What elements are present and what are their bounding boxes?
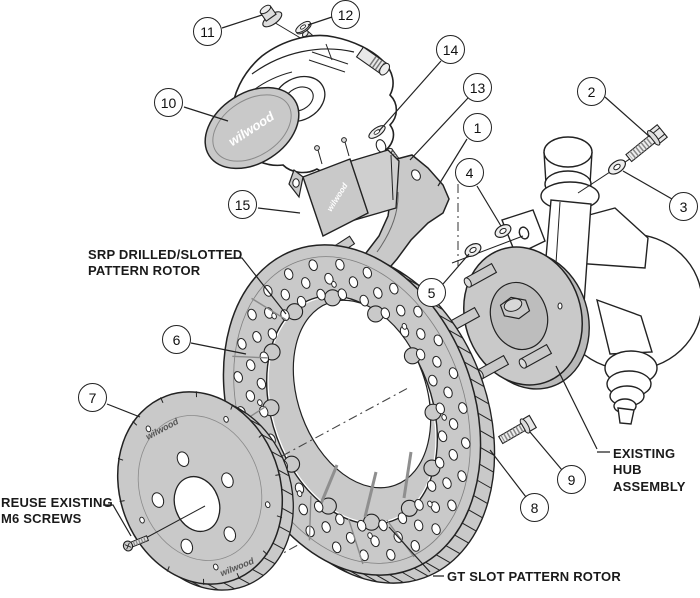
brake-caliper: wilwood bbox=[204, 30, 398, 174]
washer-12 bbox=[295, 20, 312, 35]
callout-4: 4 bbox=[455, 158, 484, 187]
wheel-stud bbox=[446, 262, 553, 380]
axis-line bbox=[281, 387, 409, 457]
hub-flange bbox=[446, 246, 590, 390]
callout-9: 9 bbox=[557, 465, 586, 494]
gt-slot-lines bbox=[318, 451, 413, 518]
caliper-fitting bbox=[355, 46, 391, 76]
leader-lines bbox=[103, 14, 673, 577]
bolt-2 bbox=[625, 123, 669, 163]
drilled-slotted-rotor bbox=[222, 244, 496, 584]
callout-3: 3 bbox=[669, 192, 698, 221]
label-reuse-screws: REUSE EXISTING M6 SCREWS bbox=[1, 495, 113, 527]
callout-7: 7 bbox=[78, 383, 107, 412]
callout-6: 6 bbox=[162, 325, 191, 354]
callout-11: 11 bbox=[193, 17, 222, 46]
screw-axis-line bbox=[141, 505, 206, 541]
label-hub-assembly: EXISTING HUB ASSEMBLY bbox=[613, 446, 686, 494]
m6-screw bbox=[122, 535, 150, 552]
caliper-cover bbox=[204, 86, 300, 170]
washer-4 bbox=[494, 224, 512, 238]
nut-11 bbox=[259, 4, 283, 28]
callout-14: 14 bbox=[436, 35, 465, 64]
washer-3 bbox=[608, 159, 626, 175]
callout-2: 2 bbox=[577, 77, 606, 106]
callout-5: 5 bbox=[417, 278, 446, 307]
label-srp-rotor: SRP DRILLED/SLOTTED PATTERN ROTOR bbox=[88, 247, 243, 279]
callout-15: 15 bbox=[228, 190, 257, 219]
brake-pads: wilwood bbox=[288, 137, 400, 237]
callout-8: 8 bbox=[520, 493, 549, 522]
callout-1: 1 bbox=[463, 113, 492, 142]
washer-5 bbox=[464, 243, 482, 257]
label-gt-rotor: GT SLOT PATTERN ROTOR bbox=[447, 569, 621, 584]
callout-12: 12 bbox=[331, 0, 360, 29]
bolt-9 bbox=[497, 414, 538, 445]
callout-10: 10 bbox=[154, 88, 183, 117]
callout-13: 13 bbox=[463, 73, 492, 102]
rotor-hat: wilwood wilwood bbox=[116, 391, 294, 591]
pad-pin bbox=[314, 137, 350, 165]
